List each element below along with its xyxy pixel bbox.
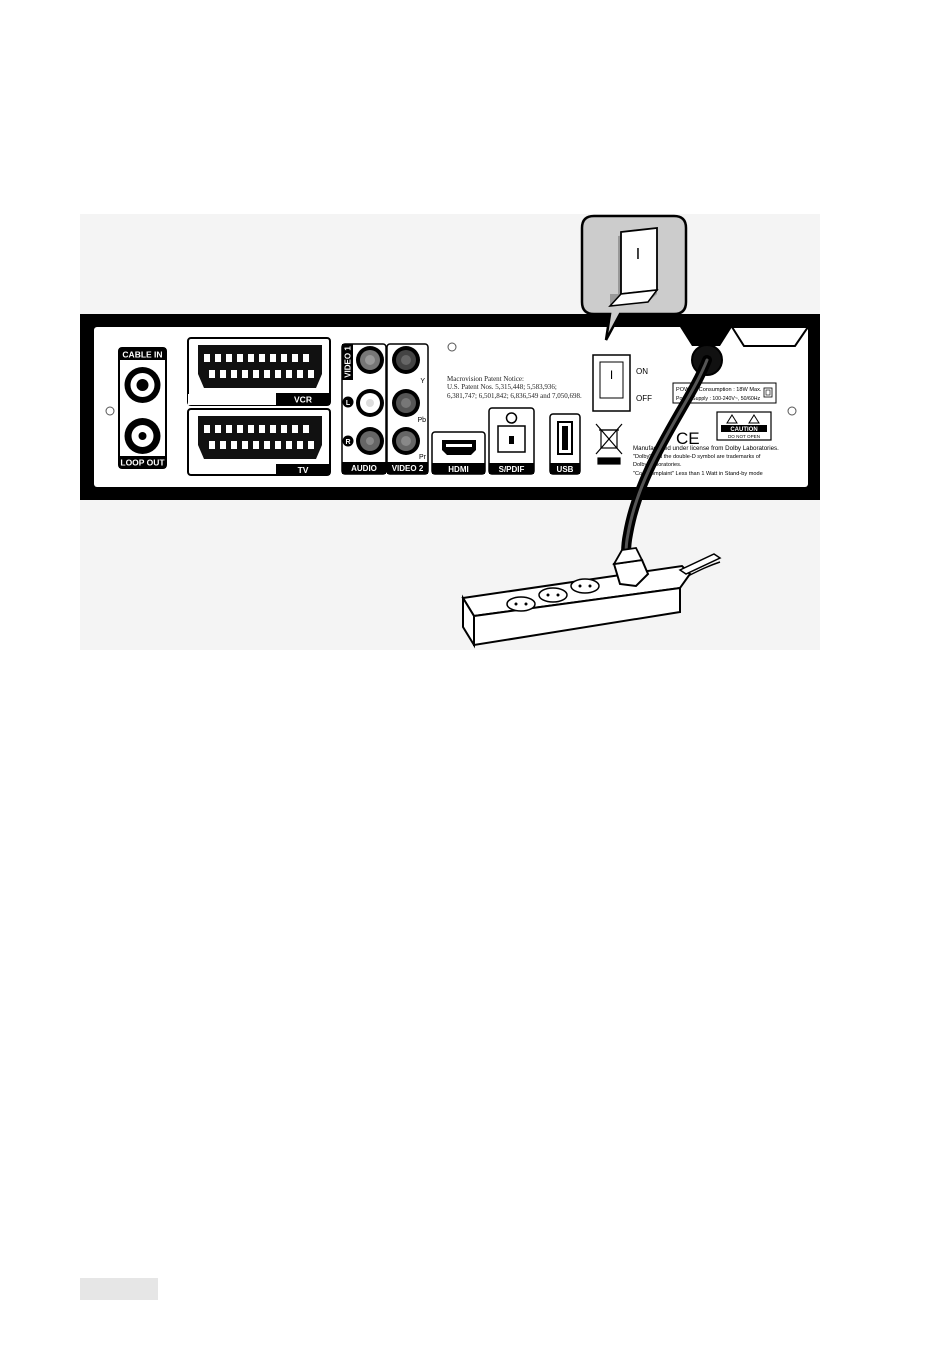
vcr-label: VCR bbox=[294, 395, 312, 405]
video1-label: VIDEO 1 bbox=[344, 346, 353, 378]
audio-label: AUDIO bbox=[351, 464, 377, 473]
callout-switch-symbol: I bbox=[636, 246, 640, 263]
caution-label: CAUTION DO NOT OPEN bbox=[716, 411, 772, 441]
dolby-line2: "Dolby" and the double-D symbol are trad… bbox=[633, 454, 761, 460]
caution-title: CAUTION bbox=[730, 427, 757, 433]
pb-label: Pb bbox=[417, 417, 426, 424]
warning-triangle-icon bbox=[748, 414, 760, 424]
rca-connectors: VIDEO 1 L R Y Pb Pr AUDIO bbox=[341, 343, 429, 475]
macrovision-line1: U.S. Patent Nos. 5,315,448; 5,583,936; bbox=[447, 383, 557, 391]
tv-scart-port: TV bbox=[187, 408, 331, 476]
video2-pb-jack bbox=[392, 389, 420, 417]
macrovision-line2: 6,381,747; 6,501,842; 6,836,549 and 7,05… bbox=[447, 392, 582, 400]
screw-icon bbox=[447, 342, 457, 352]
plug-icon bbox=[612, 547, 650, 588]
switch-on-symbol: I bbox=[610, 368, 613, 382]
usb-port: USB bbox=[549, 413, 581, 475]
spdif-port: S/PDIF bbox=[488, 407, 535, 475]
tv-label: TV bbox=[298, 465, 309, 475]
dolby-notice: Manufactured under license from Dolby La… bbox=[633, 445, 779, 477]
video1-jack bbox=[356, 346, 384, 374]
hdmi-port: HDMI bbox=[431, 431, 486, 475]
usb-label: USB bbox=[557, 465, 574, 474]
page-number-box bbox=[80, 1278, 158, 1300]
power-supply: Power Supply : 100-240V~, 50/60Hz bbox=[676, 396, 760, 402]
cable-in-label: CABLE IN bbox=[122, 350, 162, 360]
screw-icon bbox=[787, 406, 797, 416]
socket-icon bbox=[506, 596, 536, 612]
on-label: ON bbox=[636, 367, 648, 376]
loop-out-label: LOOP OUT bbox=[120, 458, 165, 468]
ce-mark: CE bbox=[676, 429, 700, 448]
audio-left-jack bbox=[356, 389, 384, 417]
macrovision-title: Macrovision Patent Notice: bbox=[447, 375, 524, 383]
loop-out-port bbox=[124, 418, 161, 454]
vcr-scart-port: VCR bbox=[187, 337, 331, 406]
audio-right-label: R bbox=[345, 439, 350, 446]
dolby-line3: Dolby Laboratories. bbox=[633, 462, 682, 468]
audio-right-jack bbox=[356, 427, 384, 455]
socket-icon bbox=[570, 578, 600, 594]
caution-sub: DO NOT OPEN bbox=[728, 434, 760, 439]
y-label: Y bbox=[420, 378, 425, 385]
weee-bin-icon bbox=[595, 423, 623, 465]
video2-label: VIDEO 2 bbox=[392, 464, 424, 473]
dolby-line1: Manufactured under license from Dolby La… bbox=[633, 445, 779, 452]
pr-label: Pr bbox=[419, 454, 427, 461]
receiver-rear-panel-illustration: CABLE IN LOOP OUT VCR bbox=[80, 214, 820, 650]
power-switch-callout: I bbox=[580, 214, 688, 341]
cable-in-port bbox=[124, 367, 161, 403]
warning-triangle-icon bbox=[726, 414, 738, 424]
socket-icon bbox=[538, 587, 568, 603]
macrovision-notice: Macrovision Patent Notice: U.S. Patent N… bbox=[447, 375, 582, 400]
hdmi-label: HDMI bbox=[448, 465, 468, 474]
video2-y-jack bbox=[392, 346, 420, 374]
video2-pr-jack bbox=[392, 427, 420, 455]
power-switch: I ON OFF bbox=[592, 354, 652, 412]
spdif-label: S/PDIF bbox=[499, 465, 525, 474]
off-label: OFF bbox=[636, 394, 652, 403]
audio-left-label: L bbox=[346, 400, 351, 407]
rf-connectors: CABLE IN LOOP OUT bbox=[118, 347, 167, 469]
coc-line: "CoC-complaint" Less than 1 Watt in Stan… bbox=[633, 471, 763, 477]
power-strip bbox=[461, 547, 722, 649]
power-consumption: POWER Consumption : 18W Max. bbox=[676, 387, 762, 393]
screw-icon bbox=[105, 406, 115, 416]
